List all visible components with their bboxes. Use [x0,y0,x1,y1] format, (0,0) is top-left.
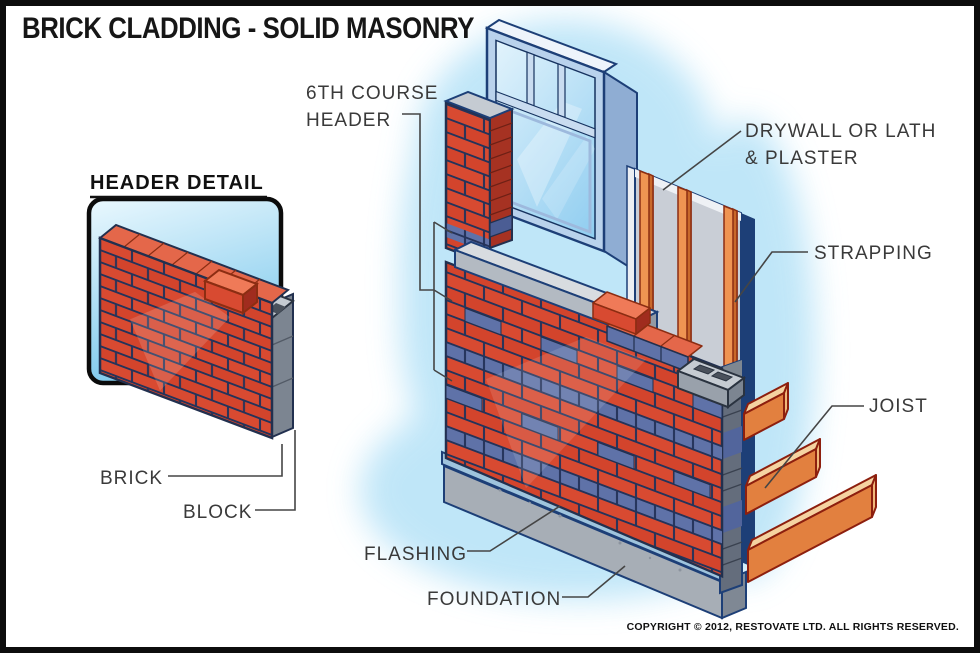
callout-strapping: STRAPPING [814,243,933,264]
joist-leader [764,405,864,489]
callout-drywall-line2: & PLASTER [745,148,859,169]
leader-lines [168,113,864,598]
header-detail-inset [86,195,295,440]
callout-course-header-line2: HEADER [306,110,392,131]
callout-flashing: FLASHING [364,544,468,565]
copyright-text: COPYRIGHT © 2012, RESTOVATE LTD. ALL RIG… [626,621,959,633]
callout-course-header-line1: 6TH COURSE [306,83,439,104]
brick-wall-face [444,100,724,579]
course-header-leader [402,113,434,291]
joist-1 [743,382,789,441]
joist-3 [747,474,877,583]
joists [743,382,877,583]
scattered-header-bricks [445,307,723,499]
callout-brick: BRICK [100,468,164,489]
drywall-leader [662,130,742,191]
page-title: BRICK CLADDING - SOLID MASONRY [22,12,474,45]
flashing-leader [467,505,561,552]
callout-drywall-line1: DRYWALL OR LATH [745,121,937,142]
callout-drywall: DRYWALL OR LATH & PLASTER [745,118,936,172]
joist-2 [745,438,821,515]
callout-joist: JOIST [869,396,928,417]
callout-foundation: FOUNDATION [427,589,562,610]
inset-title: HEADER DETAIL [90,172,264,194]
concrete-block [675,357,747,409]
brick-leader [168,444,283,477]
header-course-step [592,291,703,373]
header-course-band [446,426,722,545]
callout-course-header: 6TH COURSE HEADER [306,80,438,134]
callout-block: BLOCK [183,502,253,523]
block-leader [255,430,296,511]
header-course-band [446,342,722,461]
strapping-leader [734,251,808,303]
foundation-leader [562,565,626,598]
pillar-top [443,90,515,250]
